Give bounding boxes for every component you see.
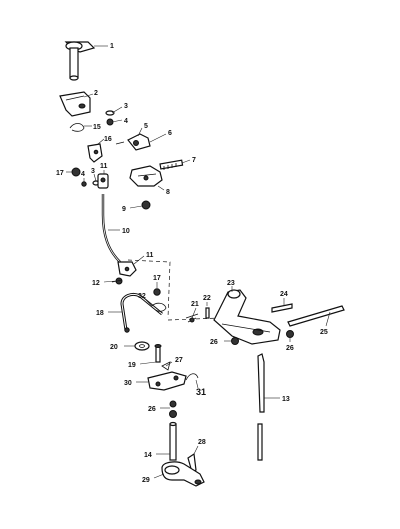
callout-18: 18 — [96, 310, 104, 317]
callout-3: 3 — [124, 103, 128, 110]
part-27-clip — [161, 361, 171, 371]
callout-11-lower: 11 — [146, 252, 154, 259]
part-2-bracket — [59, 91, 91, 117]
callout-3-lower: 3 — [91, 168, 95, 175]
part-31-spring — [185, 373, 199, 381]
part-16-bracket — [87, 143, 103, 163]
callout-26-right: 26 — [286, 345, 294, 352]
callout-4: 4 — [124, 118, 128, 125]
part-26-nut-lower-1 — [169, 400, 177, 408]
part-5-6-linkage — [115, 133, 151, 151]
part-23-bellcrank — [213, 289, 281, 345]
callout-12: 12 — [92, 280, 100, 287]
callout-23: 23 — [227, 280, 235, 287]
part-26-nut-left — [231, 337, 239, 345]
callout-28: 28 — [198, 439, 206, 446]
callout-11: 11 — [100, 163, 108, 170]
callout-5: 5 — [144, 123, 148, 130]
part-15-clip — [69, 123, 85, 132]
callout-2: 2 — [94, 90, 98, 97]
callout-30: 30 — [124, 380, 132, 387]
part-22-pin — [205, 307, 210, 319]
part-1-lever — [64, 41, 96, 81]
part-24-pin — [271, 303, 293, 313]
callout-15: 15 — [93, 124, 101, 131]
callout-20: 20 — [110, 344, 118, 351]
callout-21: 21 — [191, 301, 199, 308]
leader-lines — [66, 45, 331, 479]
part-26-nut-lower-2 — [169, 410, 177, 418]
callout-labels: 1 2 3 4 15 5 6 16 17 4 3 11 7 8 9 10 11 … — [56, 43, 328, 484]
callout-8: 8 — [166, 189, 170, 196]
part-28-pin — [187, 452, 197, 473]
part-20-washer-hole — [139, 344, 145, 348]
callout-13: 13 — [282, 396, 290, 403]
part-30-lever — [147, 371, 187, 391]
callout-10: 10 — [122, 228, 130, 235]
part-20-washer — [134, 341, 150, 351]
part-4-nut-lower — [81, 181, 87, 187]
part-17-nut-lower — [153, 288, 161, 296]
callout-32: 32 — [138, 293, 146, 300]
dashed-guide-upper — [127, 259, 171, 319]
callout-29: 29 — [142, 477, 150, 484]
part-7-stud — [159, 159, 184, 170]
callout-6: 6 — [168, 130, 172, 137]
callout-17: 17 — [56, 170, 64, 177]
part-9-nut — [141, 200, 151, 210]
callout-1: 1 — [110, 43, 114, 50]
callout-16: 16 — [104, 136, 112, 143]
part-11-lower-clevis — [117, 261, 137, 277]
callout-31: 31 — [196, 387, 206, 397]
part-3-washer — [105, 110, 115, 116]
part-29-bottom-lever — [161, 461, 205, 487]
callout-19: 19 — [128, 362, 136, 369]
callout-27: 27 — [175, 357, 183, 364]
callout-22: 22 — [203, 295, 211, 302]
dashed-guide-right — [167, 317, 221, 321]
part-10-rod — [101, 194, 121, 263]
part-25-rod — [287, 305, 345, 327]
callout-14: 14 — [144, 452, 152, 459]
callout-17-lower: 17 — [153, 275, 161, 282]
callout-24: 24 — [280, 291, 288, 298]
part-13-rod — [257, 353, 265, 461]
part-26-nut-right — [286, 330, 294, 338]
part-32-clip — [151, 302, 167, 312]
callout-25: 25 — [320, 329, 328, 336]
callout-26-left: 26 — [210, 339, 218, 346]
callout-7: 7 — [192, 157, 196, 164]
callout-4-lower: 4 — [81, 171, 85, 178]
callout-26-lower: 26 — [148, 406, 156, 413]
part-11-upper-clevis — [97, 173, 109, 189]
part-18-bent-link — [120, 292, 163, 333]
part-14-shaft — [169, 421, 177, 461]
callout-9: 9 — [122, 206, 126, 213]
part-8-cam — [129, 165, 163, 187]
part-17-nut — [71, 167, 81, 177]
part-19-bolt — [154, 344, 162, 363]
